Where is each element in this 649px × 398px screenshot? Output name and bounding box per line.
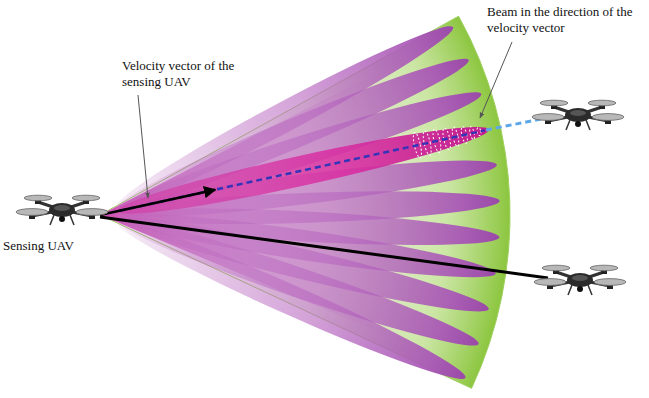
sensing-uav-icon: [16, 195, 108, 225]
label: Velocity vector of the sensing UAV: [122, 58, 262, 91]
uav-icon: [534, 265, 626, 295]
beam-lobe: [114, 207, 483, 358]
beam-lobe: [112, 209, 471, 391]
uav-icon: [532, 100, 624, 130]
beam-lobe-highlighted: [114, 115, 492, 226]
velocity-arrow: [100, 190, 215, 215]
leader-line: [480, 42, 512, 118]
coverage-envelope: [100, 16, 510, 388]
beam-ring: [476, 127, 482, 136]
leader-line: [138, 95, 148, 198]
label: Beam in the direction of the velocity ve…: [487, 4, 635, 37]
link-solid: [100, 217, 548, 278]
beam-fan: [111, 14, 501, 391]
label: Sensing UAV: [3, 238, 113, 254]
velocity-beam: [97, 115, 492, 230]
